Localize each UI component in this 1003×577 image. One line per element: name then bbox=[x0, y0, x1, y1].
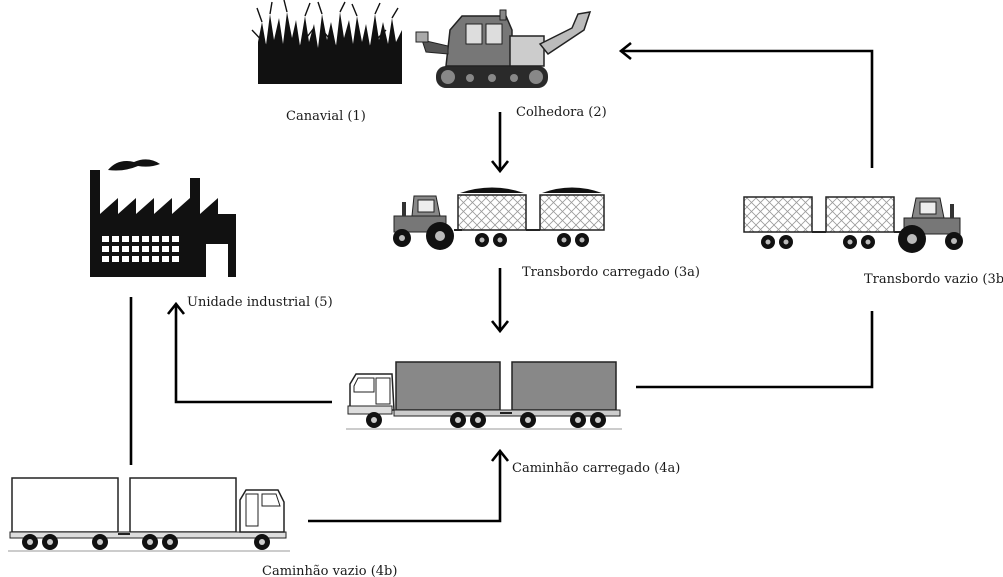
arrowhead-left-icon bbox=[618, 41, 632, 61]
harvester-icon bbox=[415, 9, 592, 88]
edge-caminhao-to-industria bbox=[174, 306, 332, 404]
factory-icon bbox=[90, 159, 236, 277]
label-colhedora: Colhedora (2) bbox=[516, 105, 607, 120]
label-transbordo-carregado: Transbordo carregado (3a) bbox=[522, 265, 700, 280]
empty-tractor-trailer-icon bbox=[743, 196, 963, 253]
label-caminhao-vazio: Caminhão vazio (4b) bbox=[262, 564, 397, 577]
edge-caminhao-to-transbordo-vazio bbox=[636, 311, 874, 389]
edge-transbordo-vazio-to-colhedora bbox=[622, 49, 874, 168]
empty-truck-icon bbox=[8, 477, 290, 552]
label-transbordo-vazio: Transbordo vazio (3b) bbox=[864, 272, 1003, 287]
sugarcane-field-icon bbox=[251, 0, 402, 84]
arrowhead-up-icon bbox=[490, 448, 510, 462]
label-unidade-industrial: Unidade industrial (5) bbox=[187, 295, 333, 310]
label-canavial: Canavial (1) bbox=[286, 109, 366, 124]
arrowhead-up-icon bbox=[166, 301, 186, 315]
connectors bbox=[129, 41, 874, 523]
loaded-truck-icon bbox=[346, 361, 622, 430]
arrowhead-down-icon bbox=[490, 160, 510, 174]
label-caminhao-carregado: Caminhão carregado (4a) bbox=[512, 461, 680, 476]
edge-caminhao-vazio-to-carregado bbox=[308, 452, 502, 523]
arrowhead-down-icon bbox=[490, 320, 510, 334]
loaded-tractor-trailer-icon bbox=[393, 187, 605, 250]
